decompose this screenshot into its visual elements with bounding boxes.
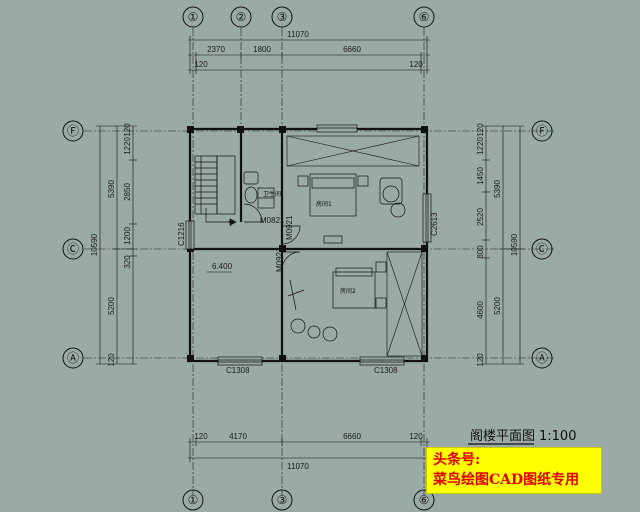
axis-bottom-3: ③ [277,493,288,507]
dim-left-total: 10590 [90,233,99,256]
axis-top-3: ③ [277,10,288,24]
axis-top-1: ① [188,10,199,24]
drawing-scale: 1:100 [539,429,576,444]
dim-top-seg-1: 2370 [207,45,225,54]
dim-bottom-seg-2: 4170 [229,432,247,441]
axis-left-a: Ⓐ [67,351,79,365]
axis-top-6: ⑥ [419,10,430,24]
label-door-m0921-lower: M0921 [275,247,284,272]
bathroom-fixtures [243,171,275,209]
dim-top-total: 11070 [287,30,309,39]
axis-right-f: Ⓕ [536,124,548,138]
dim-bottom-seg-3: 6660 [343,432,361,441]
dim-left-overall: 5390 [107,180,116,198]
staircase [194,155,237,226]
label-room1: 房间1 [316,200,332,208]
banner-line-1: 头条号: [433,452,481,468]
label-window-c2613: C2613 [430,212,439,236]
dim-top-seg-3: 6660 [343,45,361,54]
dim-right-overall: 5390 [493,180,502,198]
void-marks [286,135,423,357]
windows [185,124,432,366]
axis-left-c: Ⓒ [67,242,79,256]
furniture-room2 [287,261,387,342]
dim-left-end-top: 120 [123,123,132,137]
label-room2: 房间2 [340,287,356,295]
dim-bottom-seg-1: 120 [194,432,208,441]
watermark-banner: 头条号: 菜鸟绘图CAD图纸专用 [426,447,602,494]
dim-top-end-left: 120 [194,60,208,69]
dim-top-end-right: 120 [409,60,423,69]
axis-bubbles-top [62,6,553,511]
dim-left-end-bottom: 120 [107,353,116,367]
dim-right-upper-3: 2520 [476,208,485,226]
axis-bottom-6: ⑥ [419,493,430,507]
label-stair-down: 下 [228,221,234,228]
label-door-m0821: M0821 [260,216,285,225]
label-window-c1216: C1216 [177,222,186,246]
axis-grid [84,28,556,495]
dim-right-end-bottom: 120 [476,353,485,367]
dim-right-end-top: 120 [476,123,485,137]
axis-right-c: Ⓒ [536,242,548,256]
axis-bottom-1: ① [188,493,199,507]
label-window-c1308-right: C1308 [374,366,398,375]
dim-right-upper-1: 1220 [476,137,485,155]
banner-line-2: 菜鸟绘图CAD图纸专用 [433,472,580,488]
furniture-room1 [297,173,406,244]
axis-top-2: ② [236,10,247,24]
drawing-title: 阁楼平面图 [470,429,535,444]
label-window-c1308-left: C1308 [226,366,250,375]
dim-bottom-total: 11070 [287,462,309,471]
walls [188,127,429,363]
doors [243,203,301,271]
dim-left-upper-2: 2850 [123,183,132,201]
dim-left-lower-2: 5200 [107,297,116,315]
dim-right-upper-2: 1450 [476,167,485,185]
label-bathroom: 卫生间 [263,190,281,198]
dim-right-lower-3: 5200 [493,297,502,315]
label-elevation: 6.400 [212,262,233,271]
dim-bottom-seg-4: 120 [409,432,423,441]
label-door-m0921-upper: M0921 [285,215,294,240]
dim-left-lower-1: 320 [123,255,132,269]
dim-right-lower-2: 4600 [476,301,485,319]
axis-left-f: Ⓕ [67,124,79,138]
axis-right-a: Ⓐ [536,351,548,365]
dim-right-total: 10590 [510,233,519,256]
dim-top-seg-2: 1800 [253,45,271,54]
dim-left-upper-3: 1200 [123,227,132,245]
dim-left-upper-1: 1220 [123,137,132,155]
dim-right-lower-1: 800 [476,245,485,259]
